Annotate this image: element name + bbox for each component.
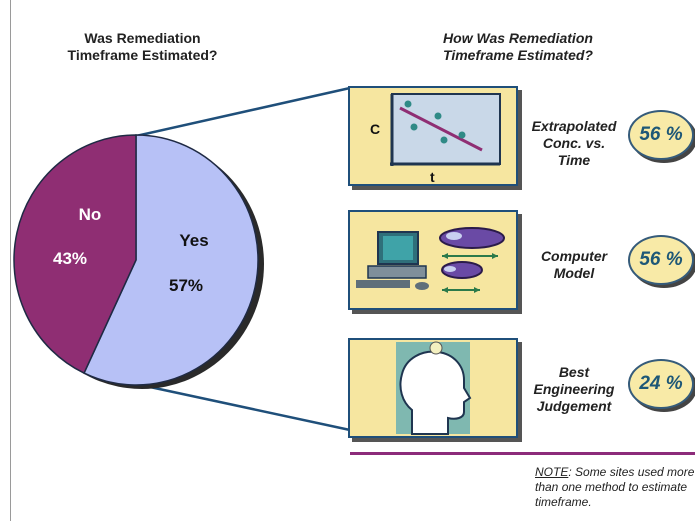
divider-line — [350, 452, 695, 455]
method-label-line: Judgement — [536, 398, 612, 414]
monitor-screen — [383, 236, 413, 260]
plume-icon-small — [441, 261, 483, 279]
methods-title-line-2: Timeframe Estimated? — [443, 47, 593, 63]
method-label-line: Best — [558, 364, 590, 380]
slice-label-yes: Yes — [179, 231, 208, 250]
pie-title: Was Remediation Timeframe Estimated? — [60, 30, 225, 64]
footnote: NOTE: Some sites used more than one meth… — [535, 465, 695, 510]
method-label-line: Engineering — [533, 381, 615, 397]
slice-label-no: No — [79, 205, 102, 224]
trend-graph-illustration: C t — [370, 93, 501, 185]
computer-illustration — [356, 227, 505, 293]
slice-value-yes: 57% — [169, 276, 203, 295]
slice-value-no: 43% — [53, 249, 87, 268]
judgement-panel — [348, 338, 518, 438]
head-illustration — [396, 341, 472, 435]
pct-badge-computer: 56 % — [628, 235, 694, 285]
data-point — [434, 112, 442, 120]
note-label: NOTE — [535, 465, 569, 479]
arrow-head — [474, 287, 480, 293]
keyboard-icon — [356, 280, 410, 288]
method-label-judgement: Best Engineering Judgement — [522, 364, 626, 415]
arrow-head — [492, 253, 498, 259]
method-label-line: Extrapolated — [531, 118, 617, 134]
plume-core — [446, 232, 462, 240]
pct-badge-judgement: 24 % — [628, 359, 694, 409]
pie-slice-no — [13, 134, 137, 375]
data-point — [404, 100, 412, 108]
computer-model-panel — [348, 210, 518, 310]
method-label-computer: Computer Model — [522, 248, 626, 282]
method-label-line: Time — [557, 152, 591, 168]
methods-title-line-1: How Was Remediation — [443, 30, 593, 46]
computer-base-icon — [367, 265, 427, 279]
extrapolation-panel: C t — [348, 86, 518, 186]
data-point — [440, 136, 448, 144]
trend-line — [399, 106, 483, 152]
method-label-line: Model — [553, 265, 595, 281]
method-label-line: Computer — [540, 248, 608, 264]
graph-plot-area — [391, 93, 501, 165]
pie-slice-yes — [83, 134, 259, 386]
data-point — [458, 131, 466, 139]
method-label-extrapolated: Extrapolated Conc. vs. Time — [522, 118, 626, 169]
arrow-head — [442, 287, 448, 293]
callout-line-bottom — [135, 382, 351, 432]
data-point — [410, 123, 418, 131]
methods-title: How Was Remediation Timeframe Estimated? — [418, 30, 618, 64]
note-text: : Some sites used more than one method t… — [535, 465, 695, 509]
pie-title-line-2: Timeframe Estimated? — [67, 47, 218, 63]
pie-title-line-1: Was Remediation — [84, 30, 201, 46]
pct-badge-extrapolated: 56 % — [628, 110, 694, 160]
callout-line-top — [135, 86, 351, 138]
graph-t-label: t — [430, 169, 435, 184]
head-silhouette-icon — [399, 350, 472, 435]
method-label-line: Conc. vs. — [542, 135, 606, 151]
mouse-icon — [415, 282, 429, 290]
plume-core-small — [444, 266, 456, 272]
lightbulb-icon — [429, 341, 443, 355]
page-border — [10, 0, 11, 521]
graph-c-label: C — [370, 121, 380, 137]
arrow-head — [442, 253, 448, 259]
